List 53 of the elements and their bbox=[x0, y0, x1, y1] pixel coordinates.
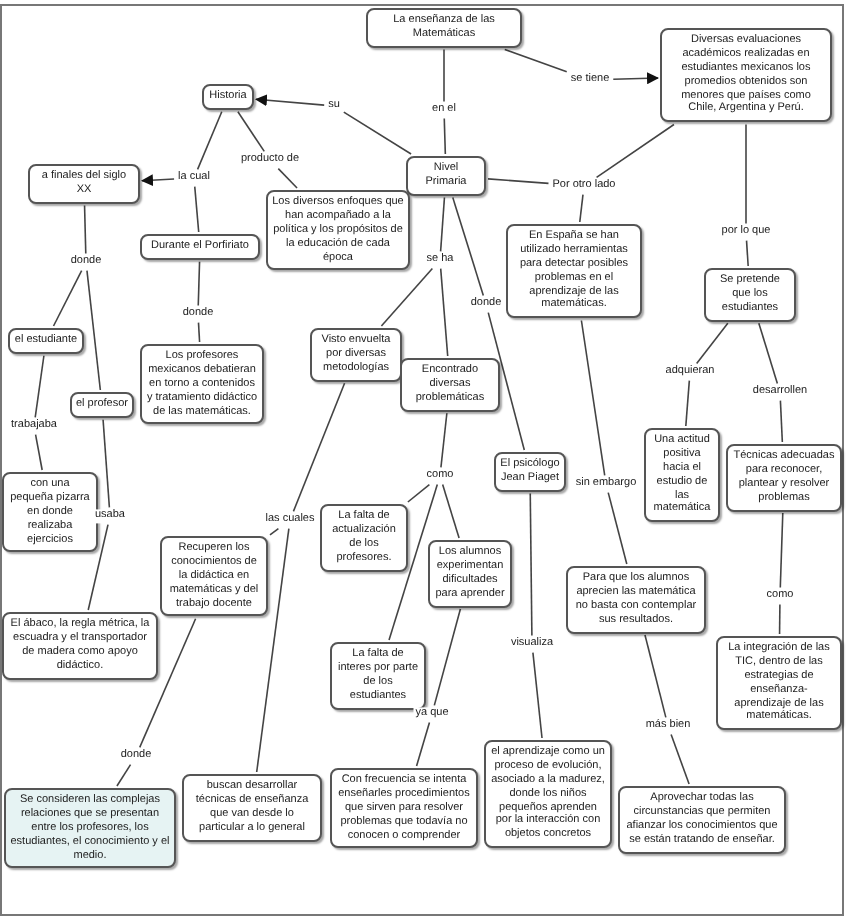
connector-line bbox=[595, 123, 675, 179]
connector-line bbox=[52, 269, 83, 327]
connector-line bbox=[197, 321, 201, 343]
connector-line bbox=[269, 527, 280, 536]
connector-line bbox=[532, 651, 543, 739]
connector-line bbox=[34, 354, 45, 419]
connector-line bbox=[380, 267, 434, 327]
arrow bbox=[612, 72, 659, 85]
connector-line bbox=[102, 418, 111, 509]
connector-line bbox=[196, 110, 223, 171]
connector-line bbox=[443, 48, 445, 103]
connector-line bbox=[441, 483, 460, 539]
connector-line bbox=[193, 185, 200, 233]
connector-line bbox=[779, 399, 784, 443]
connector-line bbox=[580, 319, 606, 477]
connector-line bbox=[644, 634, 667, 719]
connector-line bbox=[197, 260, 201, 307]
connector-line bbox=[83, 204, 87, 255]
connector-line bbox=[407, 483, 431, 503]
arrow bbox=[255, 94, 325, 107]
connector-line bbox=[86, 269, 102, 391]
connector-line bbox=[670, 733, 690, 785]
connector-line bbox=[745, 123, 747, 225]
connector-line bbox=[34, 433, 43, 471]
connector-line bbox=[487, 311, 526, 451]
connector-line bbox=[685, 379, 691, 427]
connector-line bbox=[440, 412, 448, 469]
connector-line bbox=[439, 196, 446, 253]
connector-line bbox=[255, 527, 290, 773]
connector-line bbox=[778, 603, 781, 635]
connector-line bbox=[138, 617, 197, 749]
connector-line bbox=[87, 523, 109, 611]
arrow bbox=[141, 174, 175, 187]
connector-line bbox=[579, 193, 584, 223]
connector-line bbox=[433, 608, 462, 707]
connector-line bbox=[745, 239, 749, 267]
connector-line bbox=[503, 48, 568, 73]
connector-line bbox=[343, 111, 412, 155]
connector-line bbox=[388, 483, 439, 641]
connector-line bbox=[487, 178, 550, 185]
connector-line bbox=[116, 763, 132, 787]
connector-line bbox=[529, 492, 533, 637]
connector-line bbox=[451, 196, 485, 297]
connector-line bbox=[758, 322, 779, 385]
connector-line bbox=[277, 167, 298, 189]
connector-line bbox=[443, 117, 447, 155]
connector-line bbox=[695, 322, 729, 365]
connector-line bbox=[607, 491, 628, 565]
connector-line bbox=[415, 721, 431, 767]
connector-line bbox=[292, 382, 346, 513]
connector-line bbox=[779, 512, 784, 589]
connector-line bbox=[439, 267, 449, 357]
connector-line bbox=[237, 110, 266, 153]
